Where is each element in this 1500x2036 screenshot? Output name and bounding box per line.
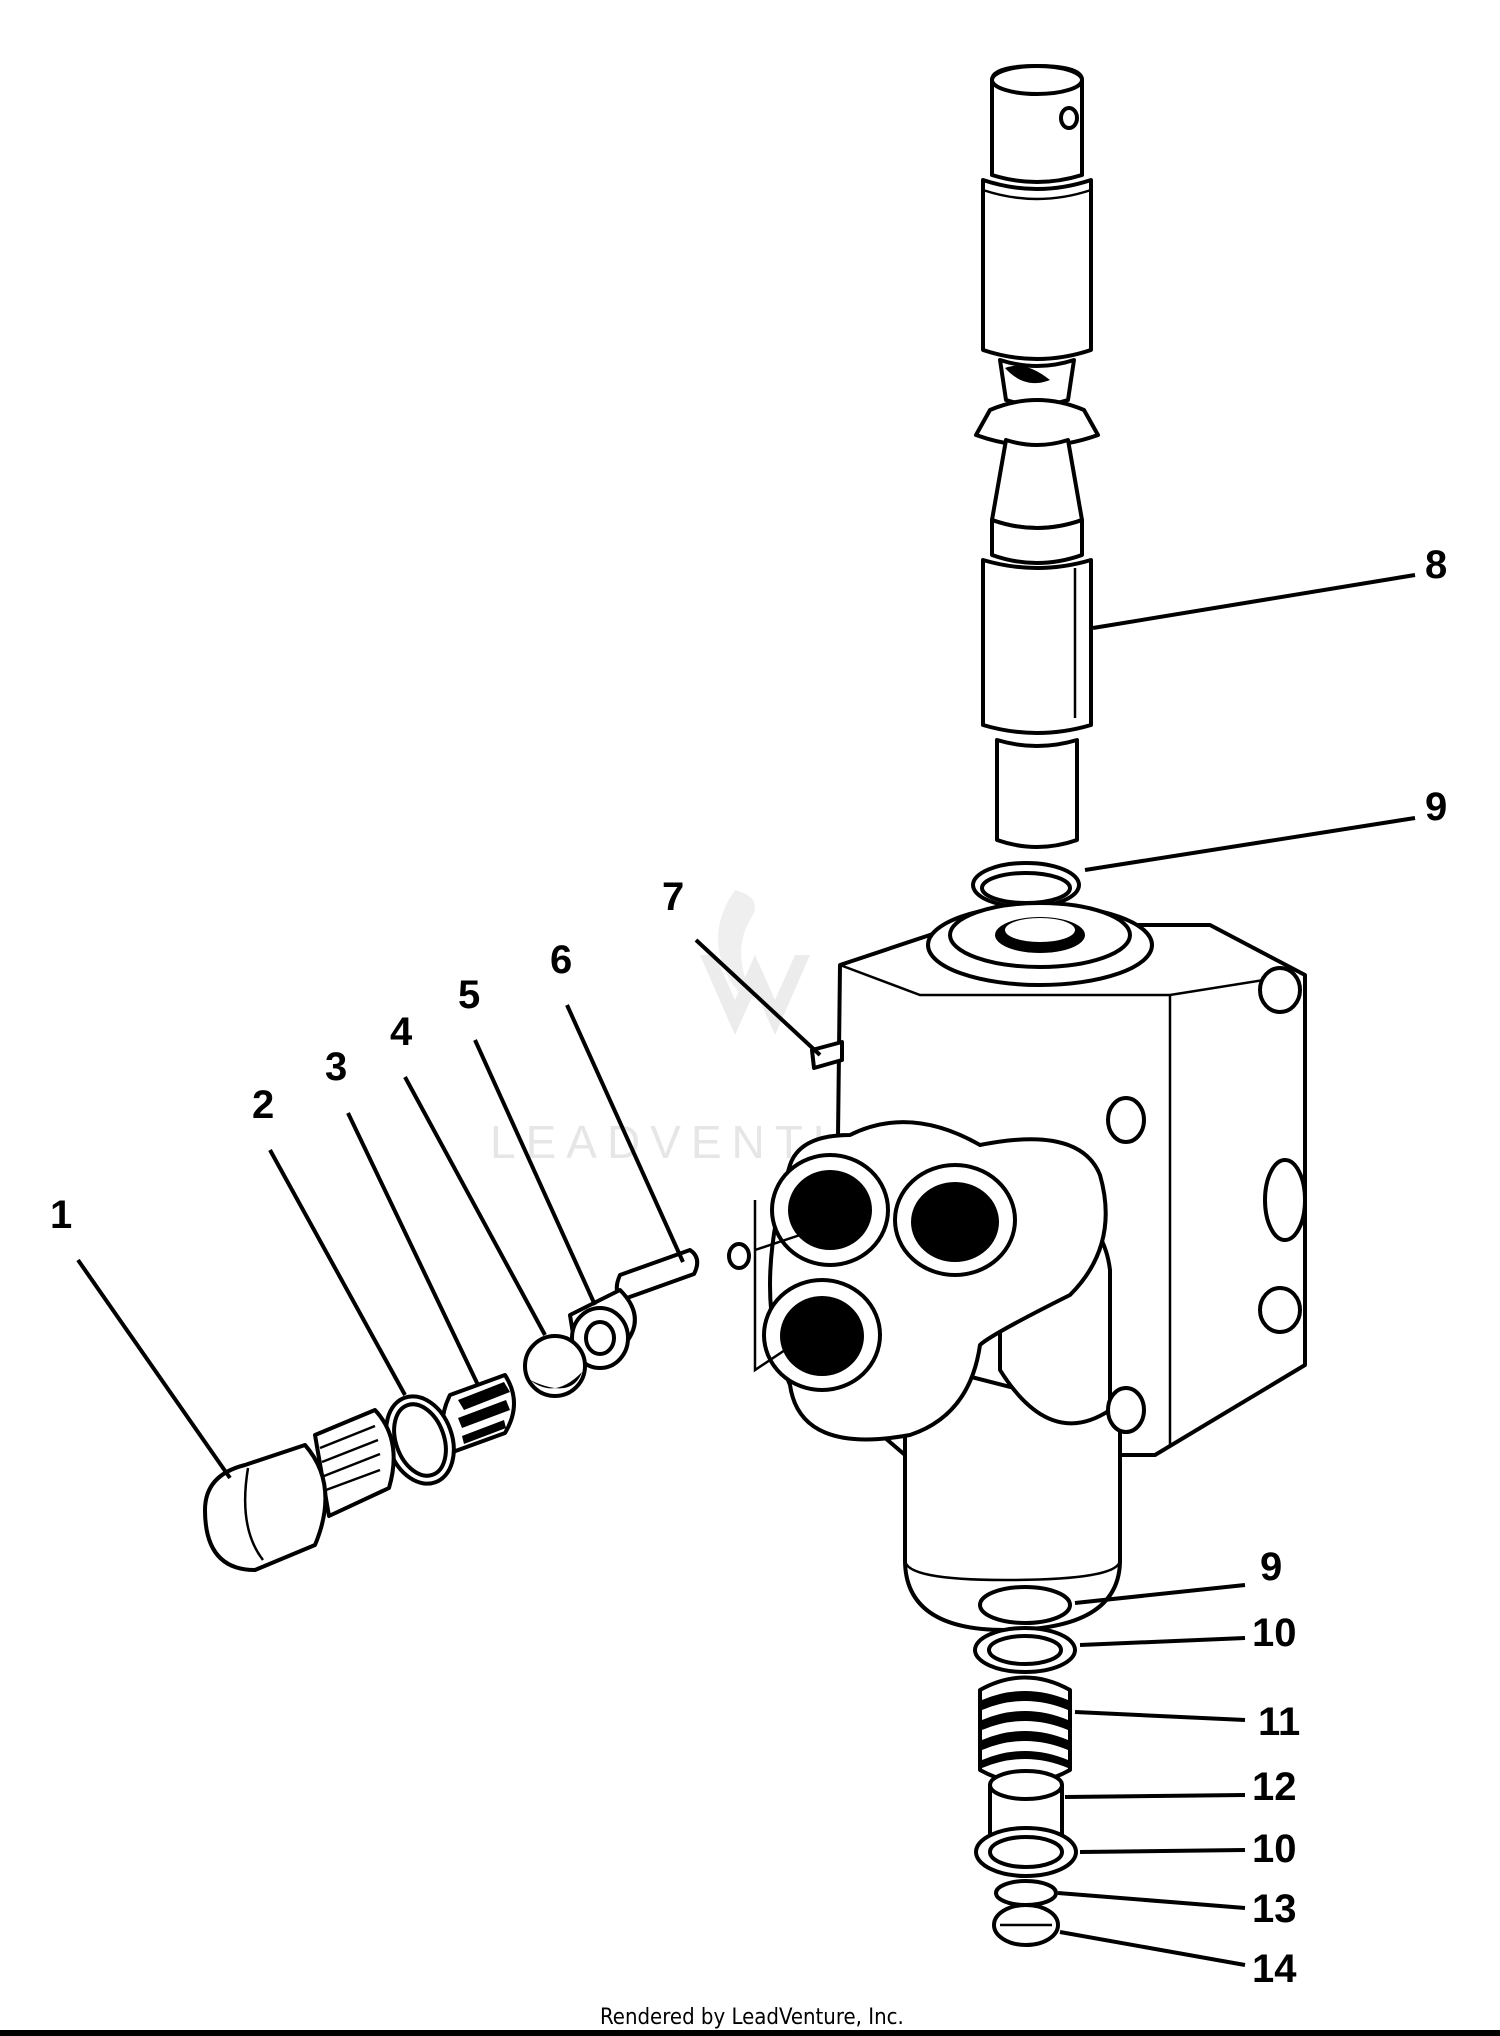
part-13 bbox=[994, 1879, 1058, 1907]
part-label-6: 6 bbox=[550, 938, 572, 982]
part-label-3: 3 bbox=[325, 1045, 347, 1089]
part-label-9-top: 9 bbox=[1425, 785, 1447, 829]
spool-part-8 bbox=[974, 64, 1100, 849]
part-label-8: 8 bbox=[1425, 543, 1447, 587]
leader-6 bbox=[565, 1004, 685, 1263]
leader-1 bbox=[76, 1258, 232, 1480]
leader-8 bbox=[1092, 573, 1416, 630]
leader-12 bbox=[1064, 1793, 1246, 1799]
part-label-2: 2 bbox=[252, 1083, 274, 1127]
seat-part-5 bbox=[568, 1288, 637, 1370]
leader-10-bottom bbox=[1079, 1848, 1246, 1854]
leader-4 bbox=[403, 1076, 547, 1336]
cut-off-title bbox=[0, 2030, 1500, 2036]
o-ring-part-9-bottom bbox=[978, 1585, 1072, 1625]
leader-3 bbox=[346, 1112, 480, 1386]
leader-14 bbox=[1059, 1930, 1246, 1967]
poppet-part-6 bbox=[614, 1242, 751, 1301]
part-label-14: 14 bbox=[1252, 1947, 1297, 1991]
part-label-1: 1 bbox=[50, 1193, 72, 1237]
valve-body bbox=[753, 901, 1307, 1632]
part-label-10-top: 10 bbox=[1252, 1611, 1297, 1655]
leader-2 bbox=[268, 1149, 407, 1396]
part-label-12: 12 bbox=[1252, 1765, 1297, 1809]
leader-10-top bbox=[1079, 1636, 1246, 1647]
part-labels: 1 2 3 4 5 6 7 8 9 9 10 11 12 10 13 14 bbox=[50, 543, 1447, 1991]
leader-5 bbox=[473, 1039, 597, 1306]
bottom-stack bbox=[973, 1585, 1078, 1947]
part-label-4: 4 bbox=[390, 1010, 413, 1054]
leader-9-bottom bbox=[1074, 1583, 1246, 1605]
spring-part-3 bbox=[440, 1373, 516, 1455]
part-label-5: 5 bbox=[458, 973, 480, 1017]
leader-9-top bbox=[1084, 816, 1416, 872]
part-label-13: 13 bbox=[1252, 1887, 1297, 1931]
part-label-9-bottom: 9 bbox=[1260, 1545, 1282, 1589]
o-ring-part-2 bbox=[384, 1394, 456, 1486]
credit-text: Rendered by LeadVenture, Inc. bbox=[600, 2005, 904, 2030]
plug-part-1 bbox=[203, 1408, 396, 1572]
leader-7 bbox=[694, 938, 822, 1057]
o-ring-part-9-top bbox=[971, 861, 1081, 909]
ball-part-4 bbox=[523, 1334, 587, 1398]
leader-13 bbox=[1057, 1891, 1246, 1910]
part-label-10-bottom: 10 bbox=[1252, 1827, 1297, 1871]
part-label-7: 7 bbox=[662, 875, 684, 919]
leader-lines bbox=[76, 573, 1416, 1967]
part-label-11: 11 bbox=[1258, 1700, 1300, 1744]
leader-11 bbox=[1074, 1710, 1246, 1722]
